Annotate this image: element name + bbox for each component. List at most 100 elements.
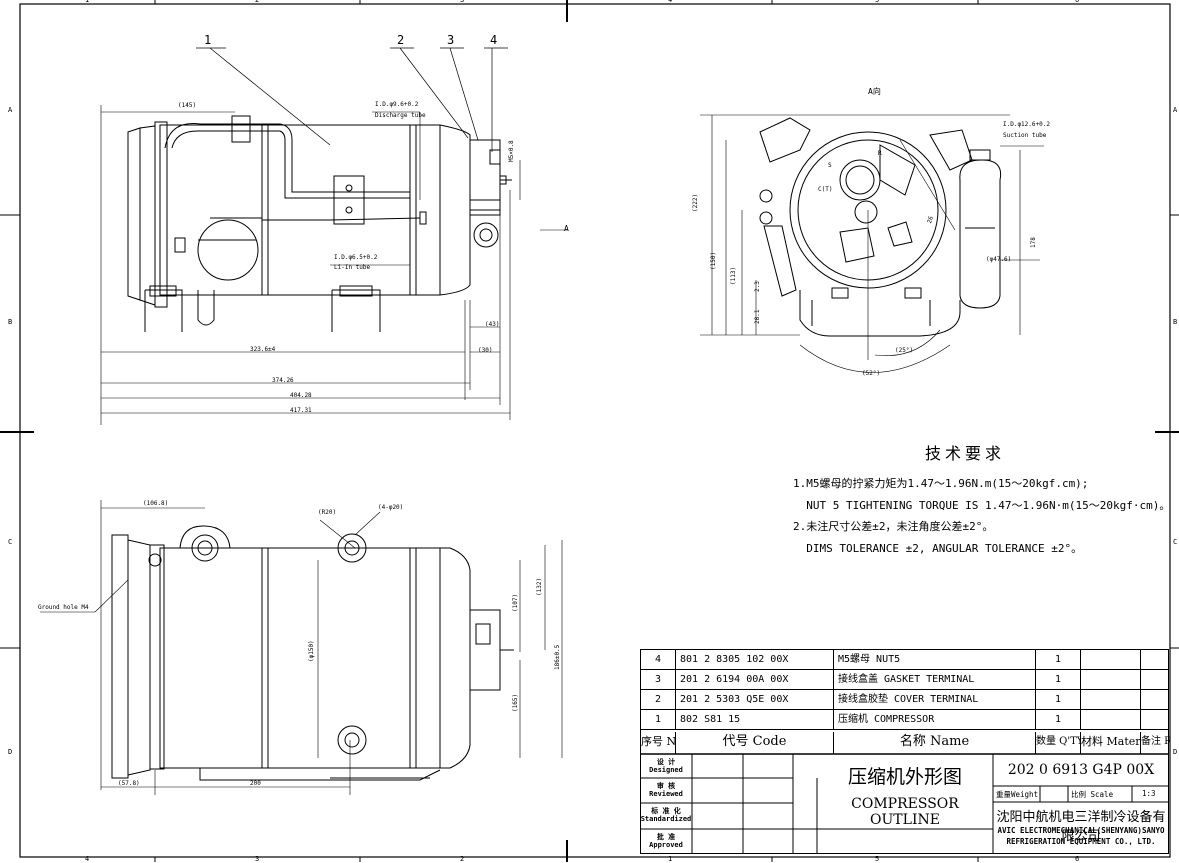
zone-right-c: C [1173, 538, 1178, 546]
drawing-frame [19, 3, 1171, 858]
bom-header-name: 名称 Name [834, 732, 1036, 754]
dim-30: (30) [478, 347, 493, 354]
balloon-3: 3 [447, 33, 455, 47]
dim-2-3: 2.3 [754, 281, 761, 292]
side-view [100, 47, 568, 425]
balloon-1: 1 [204, 33, 212, 47]
company-name-en-1: AVIC ELECTROMECHANICAL(SHENYANG)SANYO [997, 826, 1165, 835]
terminal-ct: C(T) [818, 186, 833, 193]
company-name-cn: 沈阳中航机电三洋制冷设备有限公司 [996, 810, 1166, 844]
drawing-title-en: COMPRESSOR OUTLINE [851, 796, 959, 828]
bom-qty: 1 [1036, 710, 1081, 729]
suction-name-note: Suction tube [1003, 132, 1047, 139]
bom-header-no: 序号 No [641, 732, 676, 754]
requirement-line-3: 2.未注尺寸公差±2，未注角度公差±2°。 [793, 520, 994, 533]
dim-200: 200 [250, 780, 261, 787]
dim-417: 417.31 [290, 407, 312, 414]
bom-no: 1 [641, 710, 676, 729]
view-arrow-a: A [564, 224, 569, 233]
dim-404: 404.28 [290, 392, 312, 399]
zone-left-a: A [8, 106, 13, 114]
liin-id-note: I.D.φ6.5+0.2 [334, 254, 378, 261]
balloon-4: 4 [490, 33, 498, 47]
discharge-id-note: I.D.φ9.6+0.2 [375, 101, 419, 108]
bom-remark [1141, 650, 1170, 669]
dim-186: 186±0.5 [554, 644, 561, 670]
dim-4-phi-20: (4-φ20) [378, 504, 404, 511]
liin-name-note: Li-In tube [334, 264, 371, 271]
bom-qty: 1 [1036, 690, 1081, 709]
bom-remark [1141, 690, 1170, 709]
weight-label: 重量Weight [996, 790, 1039, 799]
bom-no: 3 [641, 670, 676, 689]
drawing-title-cn: 压缩机外形图 [847, 766, 962, 788]
bom-header-row: 序号 No 代号 Code 名称 Name 数量 Q'TY 材料 Materia… [641, 732, 1170, 754]
dim-106-8: (106.8) [143, 500, 169, 507]
bom-table: 4 801 2 8305 102 00X M5螺母 NUT5 1 3 201 2… [640, 649, 1170, 854]
zone-bottom-6: 6 [1075, 855, 1080, 863]
bom-qty: 1 [1036, 670, 1081, 689]
dim-145: (145) [178, 102, 197, 109]
requirements-title: 技术要求 [925, 444, 1006, 463]
scale-value: 1:3 [1142, 789, 1156, 798]
zone-top-6: 6 [1075, 0, 1080, 4]
zone-bottom-5: 5 [875, 855, 880, 863]
dim-132: (132) [536, 577, 543, 596]
dim-107: (107) [512, 593, 519, 612]
bom-header-material: 材料 Material [1081, 732, 1141, 754]
zone-left-d: D [8, 748, 13, 756]
view-a-label: A向 [868, 87, 881, 96]
bom-material [1081, 670, 1141, 689]
zone-bottom-4: 1 [668, 855, 673, 863]
zone-top-3: 3 [460, 0, 465, 4]
dim-165: (165) [512, 693, 519, 712]
bom-code: 802 S81 15 [676, 710, 834, 729]
bom-qty: 1 [1036, 650, 1081, 669]
bom-material [1081, 710, 1141, 729]
dim-178: 178 [1030, 237, 1037, 248]
bom-material [1081, 690, 1141, 709]
reviewed-label: 审 核 Reviewed [649, 782, 683, 798]
dim-150: (150) [710, 251, 717, 270]
dim-222: (222) [692, 193, 699, 212]
dim-25-deg: (25°) [895, 347, 914, 354]
zone-right-a: A [1173, 106, 1178, 114]
dim-323: 323.6±4 [250, 346, 276, 353]
table-row: 3 201 2 6194 00A 00X 接线盒盖 GASKET TERMINA… [641, 670, 1168, 690]
bom-code: 201 2 5303 Q5E 00X [676, 690, 834, 709]
dim-r20: (R20) [318, 509, 337, 516]
requirement-line-1: 1.M5螺母的拧紧力矩为1.47～1.96N.m(15～20kgf.cm); [793, 477, 1089, 490]
zone-left-b: B [8, 318, 13, 326]
scale-label: 比例 Scale [1071, 790, 1114, 799]
zone-left-c: C [8, 538, 13, 546]
top-view [40, 500, 563, 795]
table-row: 4 801 2 8305 102 00X M5螺母 NUT5 1 [641, 650, 1168, 670]
dim-phi-150: (φ150) [308, 640, 315, 662]
suction-id-note: I.D.φ12.6+0.2 [1003, 121, 1050, 128]
terminal-r: R [878, 150, 882, 157]
balloon-2: 2 [397, 33, 405, 47]
requirement-line-2: NUT 5 TIGHTENING TORQUE IS 1.47～1.96N·m(… [793, 499, 1171, 512]
dim-28-1: 28.1 [754, 309, 761, 324]
bom-code: 801 2 8305 102 00X [676, 650, 834, 669]
bom-name: M5螺母 NUT5 [834, 650, 1036, 669]
dim-374: 374.26 [272, 377, 294, 384]
dim-47-6: (φ47.6) [986, 256, 1012, 263]
end-view [700, 114, 1044, 373]
bom-header-qty: 数量 Q'TY [1036, 732, 1081, 754]
zone-bottom-2: 3 [255, 855, 260, 863]
bom-header-code: 代号 Code [676, 732, 834, 754]
zone-top-2: 2 [255, 0, 260, 4]
bom-no: 2 [641, 690, 676, 709]
bom-code: 201 2 6194 00A 00X [676, 670, 834, 689]
dim-113: (113) [730, 266, 737, 285]
title-block-lines [640, 753, 1169, 854]
standardized-label: 标 准 化 Standardized [640, 807, 692, 823]
table-row: 1 802 S81 15 压缩机 COMPRESSOR 1 [641, 710, 1168, 730]
zone-right-b: B [1173, 318, 1178, 326]
ground-hole-note: Ground hole M4 [38, 604, 89, 611]
zone-top-5: 5 [875, 0, 880, 4]
